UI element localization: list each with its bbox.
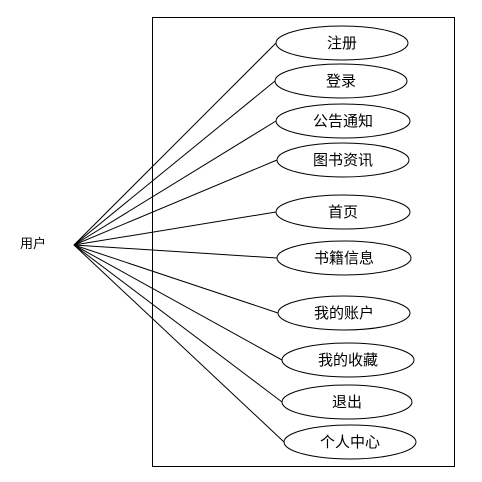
use-case-ellipse bbox=[283, 424, 417, 460]
association-line bbox=[73, 42, 277, 246]
use-case-label: 个人中心 bbox=[320, 433, 380, 451]
association-line bbox=[73, 244, 279, 314]
use-case-label: 公告通知 bbox=[313, 112, 373, 130]
association-lines bbox=[73, 42, 285, 443]
use-case-ellipse bbox=[275, 194, 411, 230]
use-case-ellipse bbox=[277, 295, 411, 331]
use-case-ellipse bbox=[276, 142, 410, 178]
association-line bbox=[73, 80, 276, 246]
use-case-label: 我的账户 bbox=[314, 304, 374, 322]
use-case-label: 注册 bbox=[327, 34, 357, 52]
use-case-label: 图书资讯 bbox=[313, 151, 373, 169]
use-case: 公告通知 bbox=[275, 103, 411, 139]
association-line bbox=[73, 244, 278, 259]
use-case-label: 退出 bbox=[332, 393, 362, 411]
use-case: 退出 bbox=[281, 384, 413, 420]
use-case-ellipse bbox=[281, 342, 415, 378]
use-case: 个人中心 bbox=[283, 424, 417, 460]
use-case: 图书资讯 bbox=[276, 142, 410, 178]
use-case-label: 书籍信息 bbox=[314, 249, 374, 267]
association-line bbox=[73, 244, 285, 443]
system-boundary bbox=[152, 17, 455, 467]
use-case: 登录 bbox=[274, 63, 408, 99]
use-case: 书籍信息 bbox=[276, 240, 412, 276]
use-case: 我的收藏 bbox=[281, 342, 415, 378]
use-case-label: 我的收藏 bbox=[318, 351, 378, 369]
use-case: 注册 bbox=[275, 25, 409, 61]
use-case-ellipse bbox=[275, 25, 409, 61]
association-line bbox=[73, 120, 277, 246]
use-case-ellipse bbox=[281, 384, 413, 420]
association-line bbox=[73, 159, 278, 246]
use-case: 我的账户 bbox=[277, 295, 411, 331]
association-line bbox=[73, 244, 283, 361]
actor-label: 用户 bbox=[20, 237, 47, 252]
use-case-label: 登录 bbox=[326, 72, 356, 90]
use-case-ellipse bbox=[275, 103, 411, 139]
association-line bbox=[73, 244, 283, 403]
use-case: 首页 bbox=[275, 194, 411, 230]
association-line bbox=[73, 211, 277, 246]
use-case-ellipse bbox=[276, 240, 412, 276]
use-case-ellipse bbox=[274, 63, 408, 99]
use-case-label: 首页 bbox=[328, 203, 358, 221]
